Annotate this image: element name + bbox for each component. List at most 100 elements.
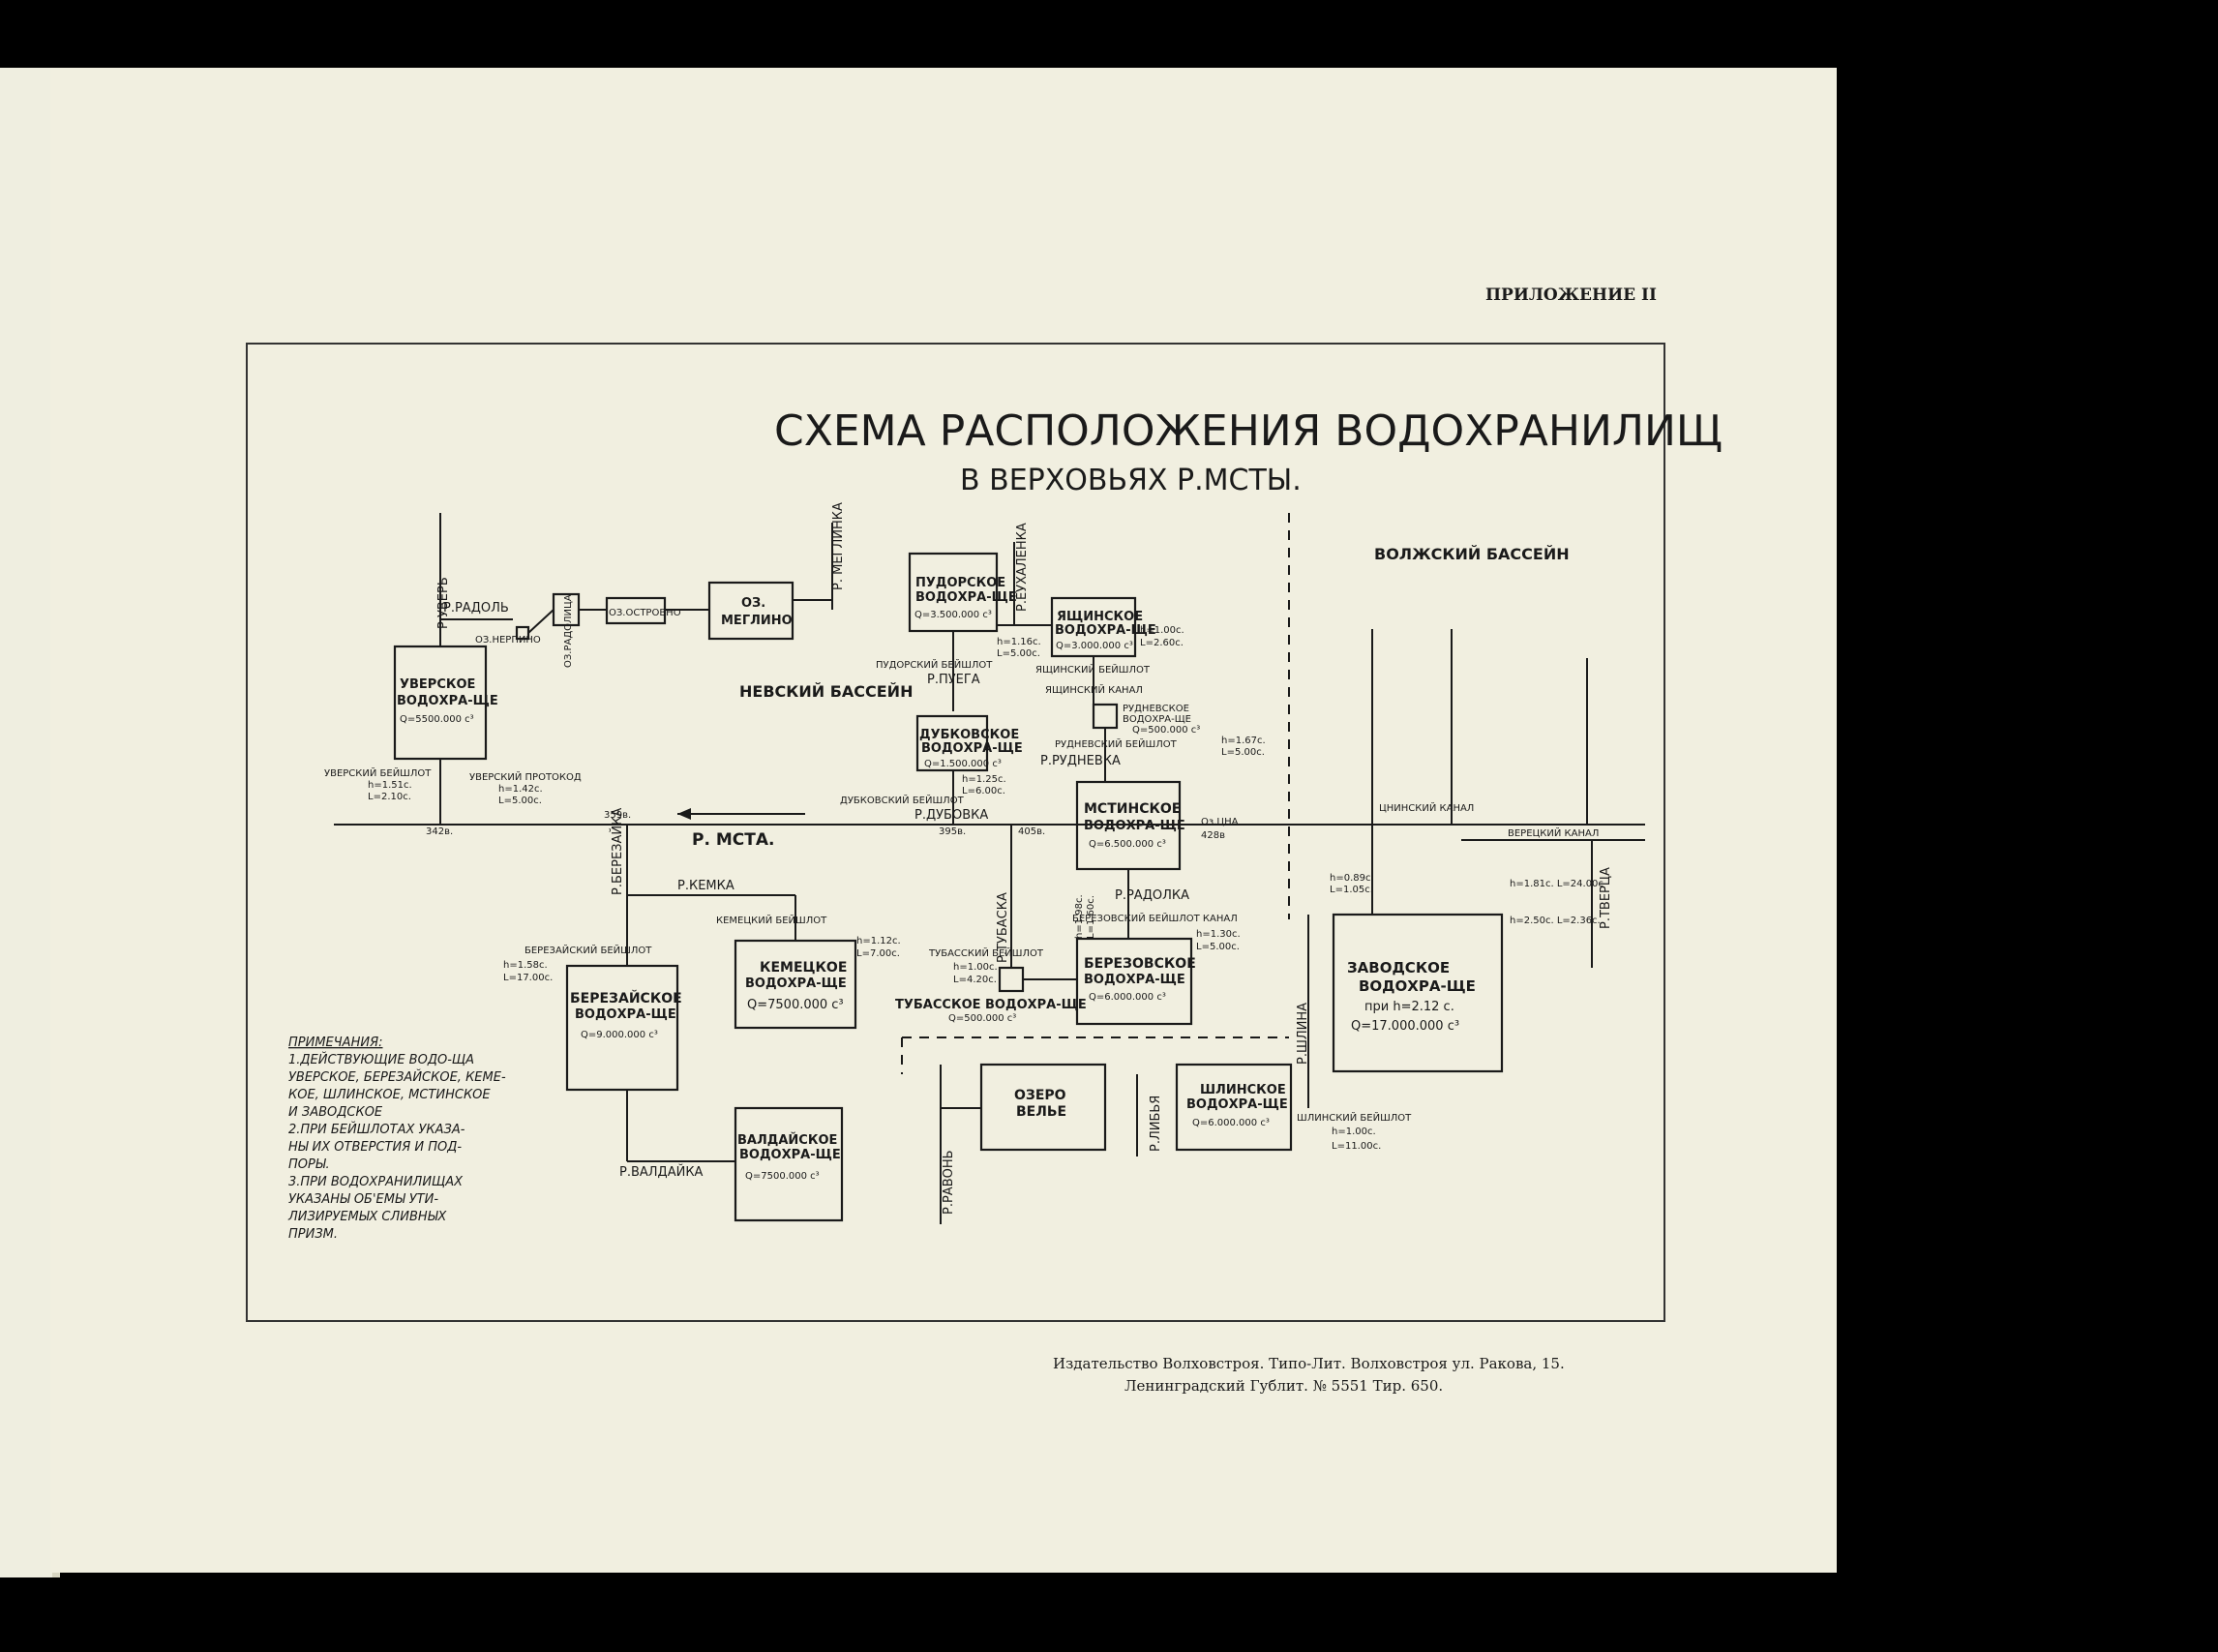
uverskoe-name1: УВЕРСКОЕ (400, 677, 475, 692)
dubkovskoe-name1: ДУБКОВСКОЕ (919, 728, 1019, 742)
shlinskoe-name1: ШЛИНСКОЕ (1200, 1083, 1286, 1097)
elevation-395: 395в. (939, 826, 966, 837)
uversky-h: h=1.51c. (368, 780, 412, 791)
velie-name1: ОЗЕРО (1014, 1088, 1066, 1103)
pudorsky-h: h=1.16c. (997, 637, 1041, 647)
rudnevskoe-name2: ВОДОХРА-ЩЕ (1123, 714, 1191, 725)
yashchinskoe-name1: ЯЩИНСКОЕ (1057, 610, 1143, 624)
notes-heading: ПРИМЕЧАНИЯ: (288, 1036, 383, 1050)
berezovsky-L: L=5.00c. (1196, 942, 1240, 952)
radolka-river-label: Р.РАДОЛКА (1115, 888, 1189, 903)
liba-river-label: Р.ЛИБЬЯ (1149, 1096, 1163, 1152)
footer-line2: Ленинградский Гублит. № 5551 Тир. 650. (1124, 1377, 1443, 1395)
berezovsky-canal-label: БЕРЕЗОВСКИЙ БЕЙШЛОТ КАНАЛ (1072, 912, 1238, 924)
shlina-river-label: Р.ШЛИНА (1296, 1003, 1310, 1065)
berezovskoe-name2: ВОДОХРА-ЩЕ (1084, 973, 1185, 987)
dubkovsky-L: L=6.00c. (962, 786, 1005, 796)
pudorskoe-name2: ВОДОХРА-ЩЕ (915, 590, 1017, 605)
notes-block: 1.ДЕЙСТВУЮЩИЕ ВОДО-ЩА УВЕРСКОЕ, БЕРЕЗАЙС… (287, 1052, 506, 1242)
kemetsky-h: h=1.12c. (856, 936, 901, 946)
appendix-label: ПРИЛОЖЕНИЕ II (1485, 285, 1657, 305)
elevation-405: 405в. (1018, 826, 1045, 837)
zavodskoe-name2: ВОДОХРА-ЩЕ (1359, 977, 1476, 995)
tubassky-h: h=1.00c. (953, 962, 998, 973)
note-line: ПРИЗМ. (288, 1227, 338, 1242)
nerpino-lake-label: ОЗ.НЕРПИНО (475, 635, 541, 646)
yeuhalenka-river-label: Р.ЕУХАЛЕНКА (1015, 523, 1030, 612)
zavodsky2-a: h=1.81c. L=24.00c (1510, 879, 1604, 889)
berezaysky-lock-label: БЕРЕЗАЙСКИЙ БЕЙШЛОТ (525, 944, 652, 956)
kemetskoe-reservoir-box (734, 939, 857, 1030)
meglinka-river-label: Р. МЕГЛИНКА (831, 502, 846, 590)
berezovskoe-name1: БЕРЕЗОВСКОЕ (1084, 956, 1196, 972)
shlinskoe-name2: ВОДОХРА-ЩЕ (1186, 1097, 1288, 1112)
note-line: ЛИЗИРУЕМЫХ СЛИВНЫХ (287, 1210, 447, 1224)
berezayskoe-volume: Q=9.000.000 c³ (581, 1030, 658, 1040)
diagram-frame (246, 343, 1665, 1322)
berezayka-river-label: Р.БЕРЕЗАЙКА (610, 808, 625, 895)
mstinsky-L: L=1.60c. (1086, 895, 1096, 939)
yashchinsky-L: L=2.60c. (1140, 638, 1184, 648)
zavodskoe-volume: Q=17.000.000 c³ (1351, 1019, 1459, 1034)
note-line: УВЕРСКОЕ, БЕРЕЗАЙСКОЕ, КЕМЕ- (288, 1069, 506, 1085)
volga-basin-label: ВОЛЖСКИЙ БАССЕЙН (1374, 545, 1570, 563)
rudnevsky-lock-label: РУДНЕВСКИЙ БЕЙШЛОТ (1055, 737, 1178, 750)
note-line: И ЗАВОДСКОЕ (288, 1105, 383, 1120)
shlinsky-L: L=11.00c. (1332, 1141, 1381, 1152)
berezovsky-h: h=1.30c. (1196, 929, 1241, 940)
berezayskoe-reservoir-box (565, 964, 679, 1092)
berezaysky-L: L=17.00c. (503, 973, 553, 983)
uversky-channel-h: h=1.42c. (498, 784, 543, 795)
uver-river-label: Р.УВЕРЬ (436, 577, 451, 629)
rudnevsky-L: L=5.00c. (1221, 747, 1265, 758)
uverskoe-name2: ВОДОХРА-ЩЕ (397, 694, 498, 708)
yashchinsky-h: h=1.00c. (1140, 625, 1184, 636)
elevation-342: 342в. (426, 826, 453, 837)
ravon-river-label: Р.РАВОНЬ (942, 1150, 956, 1215)
note-line: 2.ПРИ БЕЙШЛОТАХ УКАЗА- (288, 1122, 465, 1137)
valdayskoe-name2: ВОДОХРА-ЩЕ (739, 1148, 841, 1162)
mstinskoe-name1: МСТИНСКОЕ (1084, 801, 1181, 817)
valdayskoe-volume: Q=7500.000 c³ (745, 1171, 820, 1182)
zavodsky2-b: h=2.50c. L=2.36c. (1510, 916, 1601, 926)
shlinskoe-reservoir-box (1175, 1063, 1293, 1152)
uversky-channel-L: L=5.00c. (498, 796, 542, 806)
uverskoe-volume: Q=5500.000 c³ (400, 714, 474, 725)
kemetsky-lock-label: КЕМЕЦКИЙ БЕЙШЛОТ (716, 914, 827, 926)
tsna-label: Оз.ЦНА (1201, 817, 1239, 827)
note-line: 1.ДЕЙСТВУЮЩИЕ ВОДО-ЩА (288, 1052, 474, 1067)
berezaysky-h: h=1.58c. (503, 960, 548, 971)
tubaska-river-label: Р.ТУБАСКА (996, 892, 1010, 963)
uversky-lock-label: УВЕРСКИЙ БЕЙШЛОТ (324, 766, 432, 779)
elevation-428: 428в (1201, 830, 1225, 841)
diagram-title: СХЕМА РАСПОЛОЖЕНИЯ ВОДОХРАНИЛИЩ (774, 406, 1723, 456)
zavodsky1-h: h=0.89c. (1330, 873, 1374, 884)
tvertsa-river-label: Р.ТВЕРЦА (1599, 867, 1613, 929)
elevation-359: 359в. (604, 810, 631, 821)
puega-river-label: Р.ПУЕГА (927, 673, 980, 687)
shlinskoe-volume: Q=6.000.000 c³ (1192, 1118, 1270, 1128)
radolitsa-label: ОЗ.РАДОЛИЦА (563, 594, 574, 668)
shlinsky-h: h=1.00c. (1332, 1126, 1376, 1137)
yashchinskoe-volume: Q=3.000.000 c³ (1056, 641, 1133, 651)
ostrovno-lake-label: ОЗ.ОСТРОВНО (609, 608, 681, 618)
tubasskoe-name: ТУБАССКОЕ ВОДОХРА-ЩЕ (895, 998, 1087, 1012)
rudnevskoe-name1: РУДНЕВСКОЕ (1123, 704, 1189, 714)
tsninsky-canal-label: ЦНИНСКИЙ КАНАЛ (1379, 801, 1474, 814)
rudnevskoe-reservoir-box (1092, 703, 1119, 730)
dubovka-river-label: Р.ДУБОВКА (914, 808, 988, 823)
rudnevsky-h: h=1.67c. (1221, 736, 1266, 746)
rudnevskoe-volume: Q=500.000 c³ (1132, 725, 1200, 736)
kemetskoe-name1: КЕМЕЦКОЕ (760, 960, 847, 976)
tubasskoe-reservoir-box (998, 966, 1025, 993)
note-line: ПОРЫ. (288, 1157, 330, 1172)
berezovskoe-reservoir-box (1075, 937, 1193, 1026)
kemetskoe-volume: Q=7500.000 c³ (747, 998, 844, 1012)
pudorsky-lock-label: ПУДОРСКИЙ БЕЙШЛОТ (876, 658, 993, 671)
kemetskoe-name2: ВОДОХРА-ЩЕ (745, 976, 847, 991)
valdayka-river-label: Р.ВАЛДАЙКА (619, 1164, 704, 1180)
yashchinskoe-name2: ВОДОХРА-ЩЕ (1055, 623, 1156, 638)
rudnevka-river-label: Р.РУДНЕВКА (1040, 754, 1121, 768)
meglino-lake-box (707, 581, 794, 641)
